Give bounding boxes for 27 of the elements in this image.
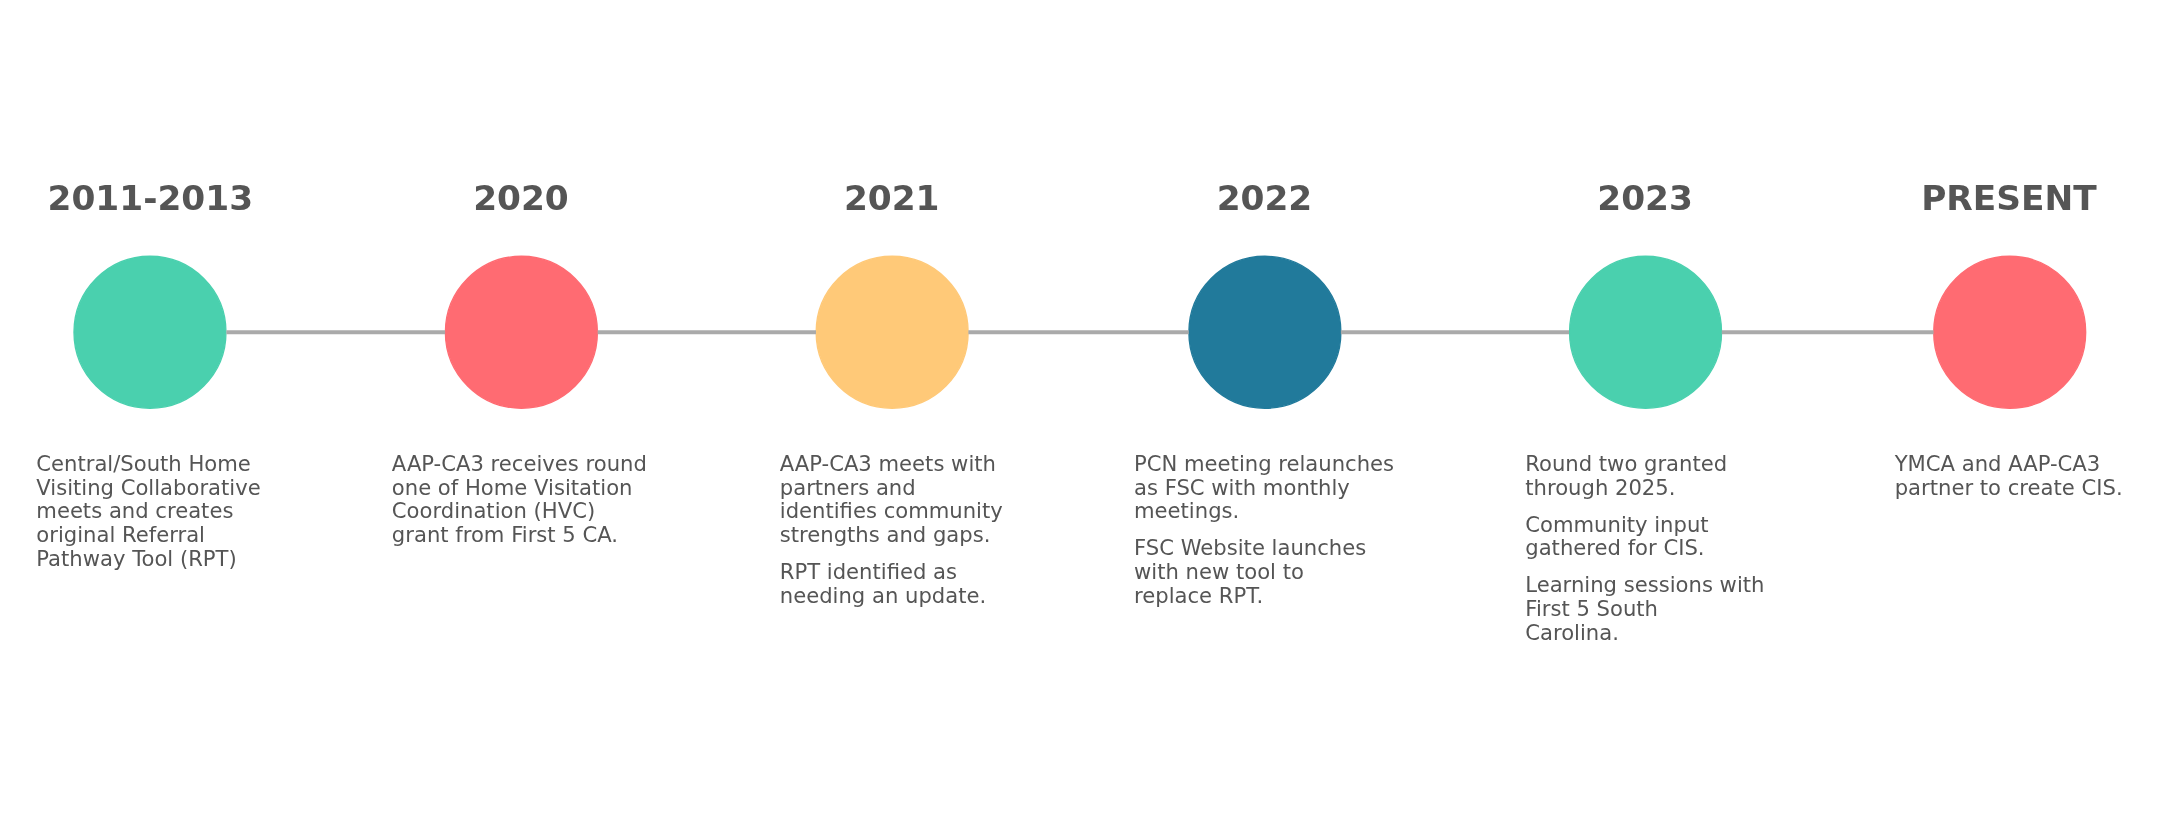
connector [968, 329, 1189, 334]
node-label: Learning sessions with First 5 South Carolina. [1525, 571, 1765, 645]
node-label: 2011-2013 [47, 177, 254, 218]
node-label: AAP-CA3 receives round one of Home Visitation Coordination (HVC) grant from First 5 CA. [391, 450, 647, 547]
node-label: RPT identified as needing an update. [779, 558, 987, 608]
node-label: FSC Website launches with new tool to replace RPT. [1134, 534, 1367, 608]
node-circle [1188, 255, 1342, 409]
node-label: 2022 [1216, 177, 1313, 218]
node-label: 2023 [1597, 177, 1693, 218]
node-label: PRESENT [1921, 177, 2097, 218]
node-label: Central/South Home Visiting Collaborative meets and creates original Referral Pathway Tool (RPT) [36, 450, 261, 571]
node-label: PCN meeting relaunches as FSC with monthly meetings. [1134, 450, 1395, 523]
connector [1721, 329, 1934, 334]
connector [597, 329, 816, 334]
node-label: Community input gathered for CIS. [1525, 511, 1709, 560]
connector [226, 329, 446, 334]
node-label: 2021 [843, 177, 940, 218]
node-circle [1933, 255, 2087, 409]
connector [1340, 329, 1570, 334]
node-circle [1568, 255, 1723, 409]
node-circle [815, 255, 969, 409]
node-label: 2020 [473, 177, 569, 218]
node-circle [73, 255, 227, 409]
node-label: AAP-CA3 meets with partners and identifies community strengths and gaps. [779, 450, 1003, 547]
node-circle [444, 255, 599, 409]
node-label: YMCA and AAP-CA3 partner to create CIS. [1894, 450, 2123, 500]
node-label: Round two granted through 2025. [1525, 450, 1728, 500]
